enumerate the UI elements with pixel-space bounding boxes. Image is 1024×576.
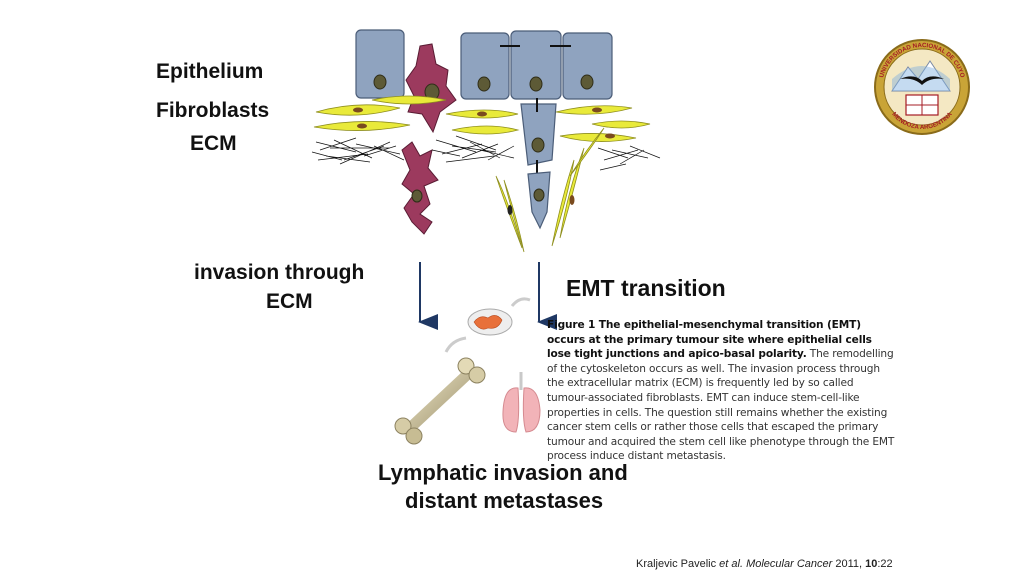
label-ecm: ECM: [190, 132, 237, 155]
university-seal: UNIVERSIDAD NACIONAL DE CUYO MENDOZA ARG…: [874, 39, 970, 135]
epithelial-cell: [562, 32, 613, 100]
ecm-fibres: [311, 135, 661, 171]
label-fibroblasts: Fibroblasts: [156, 99, 270, 122]
nucleus: [477, 76, 491, 92]
invasive-cells: [401, 43, 457, 235]
citation: Kraljevic Pavelic et al. Molecular Cance…: [636, 558, 893, 570]
citation-authors: Kraljevic Pavelic: [636, 558, 717, 570]
lymph-node-illustration: [444, 297, 531, 353]
epithelial-cell: [355, 29, 405, 99]
label-invasion-line2: ECM: [266, 290, 313, 313]
citation-page: :22: [877, 558, 893, 570]
lungs-illustration: [502, 372, 541, 433]
epithelial-cell: [460, 32, 510, 100]
citation-year: 2011,: [835, 558, 863, 570]
caption-bold-lead: Figure 1 The epithelial-mesenchymal tran…: [547, 319, 872, 361]
nucleus: [531, 137, 545, 153]
migrating-cell: [520, 103, 557, 166]
nucleus: [411, 189, 423, 203]
epithelial-cells: [355, 29, 613, 230]
bone-illustration: [394, 357, 486, 445]
nucleus: [580, 74, 594, 90]
label-lymphatic-line2: distant metastases: [405, 488, 604, 513]
label-emt-transition: EMT transition: [566, 275, 726, 301]
label-invasion-line1: invasion through: [194, 261, 365, 284]
nucleus: [373, 74, 387, 90]
figure-caption: Figure 1 The epithelial-mesenchymal tran…: [547, 318, 897, 464]
citation-journal: Molecular Cancer: [746, 558, 833, 570]
label-lymphatic-line1: Lymphatic invasion and: [378, 460, 628, 485]
citation-volume: 10: [865, 558, 878, 570]
nucleus: [529, 76, 543, 92]
caption-body: The remodelling of the cytoskeleton occu…: [547, 348, 895, 463]
label-epithelium: Epithelium: [156, 60, 264, 83]
citation-etal: et al.: [719, 558, 744, 570]
nucleus: [533, 188, 545, 202]
fibroblasts: [313, 95, 651, 253]
